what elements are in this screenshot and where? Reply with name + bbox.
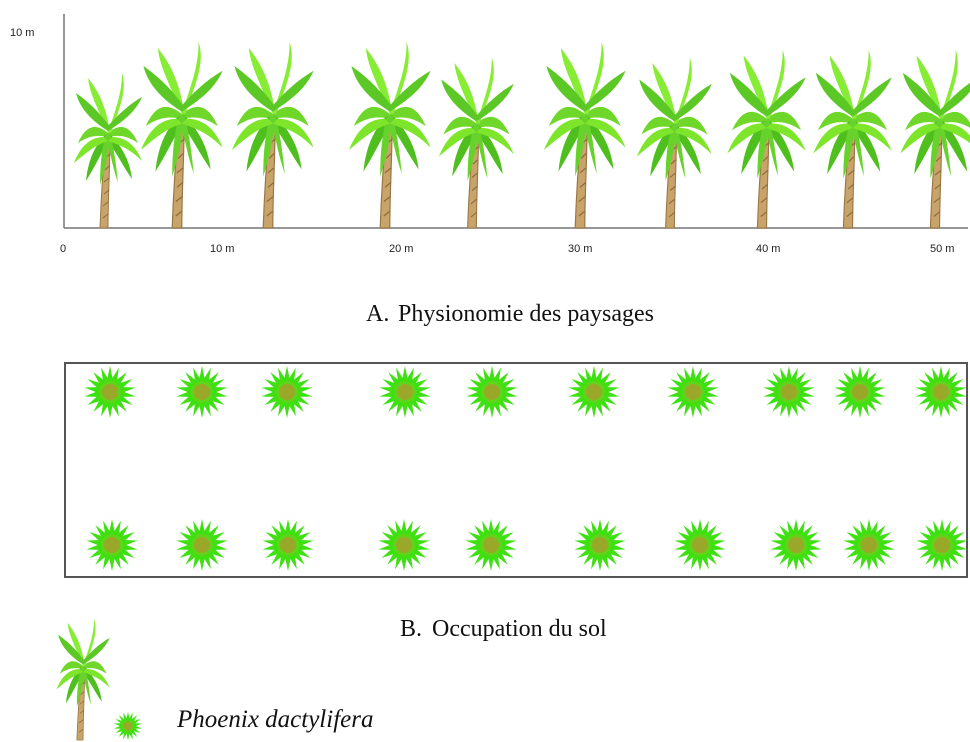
palm-tree-row (73, 41, 970, 229)
palm-tree-icon (348, 41, 432, 229)
legend: Phoenix dactylifera (56, 618, 373, 741)
palm-tree-icon (73, 72, 143, 229)
x-tick-label: 10 m (210, 243, 234, 255)
caption-b-title: Occupation du sol (432, 616, 607, 642)
x-tick-label: 30 m (568, 243, 592, 255)
legend-species-label: Phoenix dactylifera (176, 706, 373, 733)
x-tick-label: 0 (60, 243, 66, 255)
palm-tree-icon (636, 56, 713, 229)
legend-palm-tree-icon (56, 618, 111, 741)
x-tick-label: 20 m (389, 243, 413, 255)
palm-tree-icon (812, 49, 893, 229)
palm-tree-icon (899, 49, 970, 229)
palm-tree-icon (726, 49, 807, 229)
caption-b-letter: B. (400, 616, 422, 642)
x-axis-ticks: 0 10 m 20 m 30 m 40 m 50 m (60, 243, 954, 255)
panel-a-profile: 10 m 0 10 m 20 m 30 m 40 m 50 m A. Physi… (10, 14, 970, 327)
palm-tree-icon (543, 41, 627, 229)
palm-tree-icon (231, 41, 315, 229)
caption-a-title: Physionomie des paysages (398, 301, 654, 327)
x-tick-label: 50 m (930, 243, 954, 255)
palm-tree-icon (438, 56, 515, 229)
x-tick-label: 40 m (756, 243, 780, 255)
legend-palm-crown-icon (113, 711, 143, 741)
caption-a-letter: A. (366, 301, 389, 327)
y-axis-label: 10 m (10, 27, 34, 39)
panel-b-plan: B. Occupation du sol (64, 362, 969, 642)
palm-tree-icon (140, 41, 224, 229)
